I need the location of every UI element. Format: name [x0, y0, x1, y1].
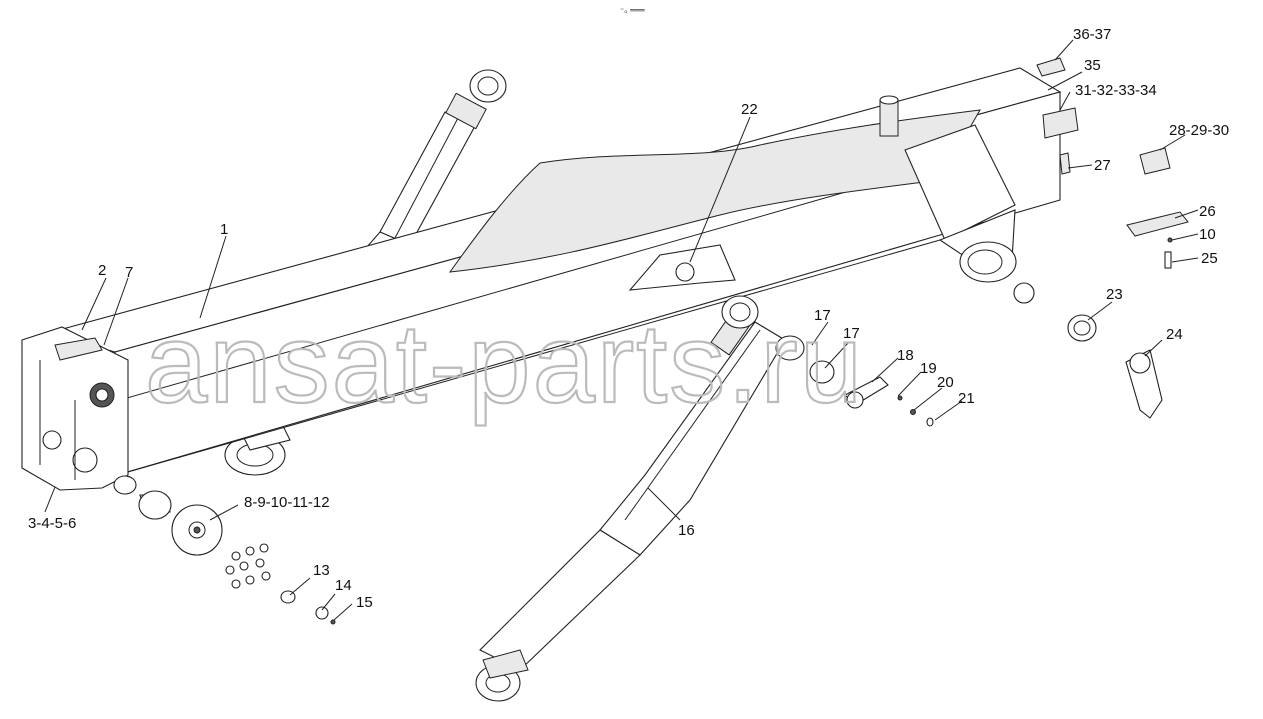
- callout-21: 21: [958, 390, 975, 407]
- callout-20: 20: [937, 374, 954, 391]
- cylinder-pin-parts: [775, 335, 934, 427]
- header-mark: ⁼ₒ ═══: [620, 6, 645, 15]
- pin-assembly-right: [1013, 57, 1189, 419]
- callout-13: 13: [313, 562, 330, 579]
- callout-25: 25: [1201, 250, 1218, 267]
- callout-labels: 1 2 7 3-4-5-6 8-9-10-11-12 13 14 15 16 1…: [28, 26, 1229, 611]
- callout-8-12: 8-9-10-11-12: [244, 494, 330, 511]
- boom-body: [45, 67, 1062, 481]
- callout-22: 22: [741, 101, 758, 118]
- callout-15: 15: [356, 594, 373, 611]
- callout-3-4-5-6: 3-4-5-6: [28, 515, 76, 532]
- callout-16: 16: [678, 522, 695, 539]
- callout-17a: 17: [814, 307, 831, 324]
- callout-26: 26: [1199, 203, 1216, 220]
- callout-19: 19: [920, 360, 937, 377]
- leader-lines: [44, 39, 1199, 621]
- callout-23: 23: [1106, 286, 1123, 303]
- boom-base-frame: [21, 326, 129, 491]
- callout-18: 18: [897, 347, 914, 364]
- callout-7: 7: [125, 264, 133, 281]
- callout-1: 1: [220, 221, 228, 238]
- callout-17b: 17: [843, 325, 860, 342]
- base-pin-parts: [113, 475, 336, 625]
- callout-24: 24: [1166, 326, 1183, 343]
- lower-cylinder: [475, 295, 786, 702]
- callout-14: 14: [335, 577, 352, 594]
- callout-36-37: 36-37: [1073, 26, 1111, 43]
- callout-10: 10: [1199, 226, 1216, 243]
- callout-2: 2: [98, 262, 106, 279]
- callout-35: 35: [1084, 57, 1101, 74]
- callout-28-30: 28-29-30: [1169, 122, 1229, 139]
- watermark: ansat-parts.ru: [145, 301, 864, 426]
- bolt-group: [225, 543, 271, 589]
- callout-31-34: 31-32-33-34: [1075, 82, 1157, 99]
- callout-27: 27: [1094, 157, 1111, 174]
